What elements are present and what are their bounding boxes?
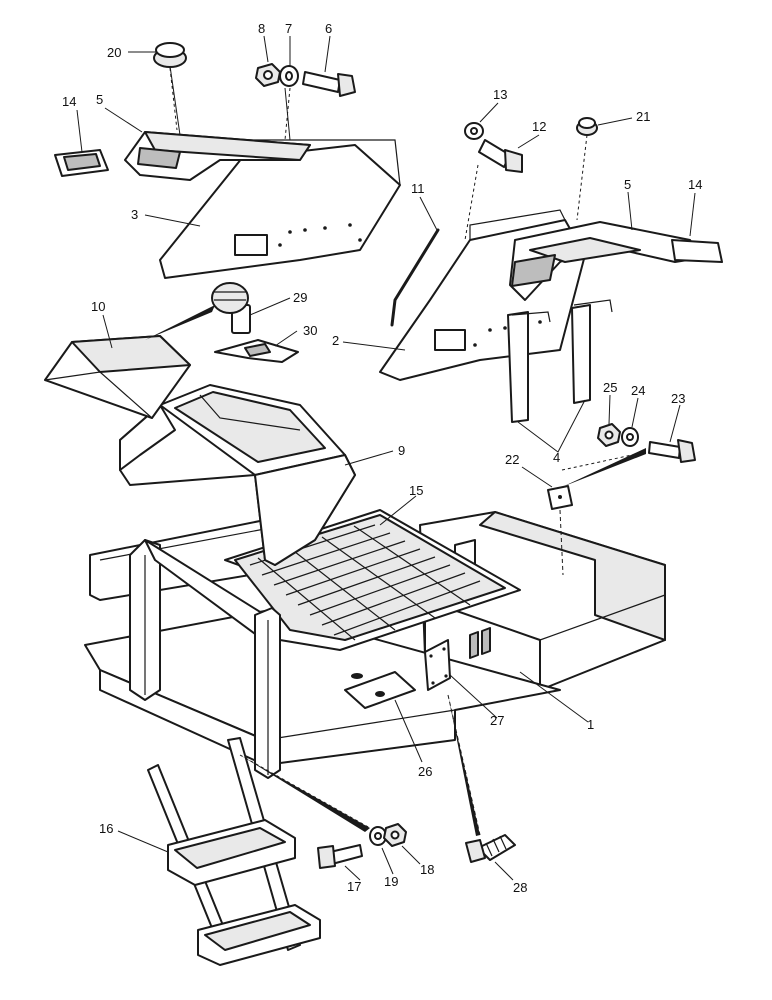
callout-12: 12 bbox=[532, 119, 546, 134]
part-5-right-fender-top bbox=[509, 221, 701, 301]
part-1-front-railing bbox=[129, 539, 281, 779]
callout-5-left: 5 bbox=[96, 92, 103, 107]
part-26-floor-plate bbox=[344, 671, 416, 709]
callout-16: 16 bbox=[99, 821, 113, 836]
part-4-brackets bbox=[507, 299, 613, 423]
callout-29: 29 bbox=[293, 290, 307, 305]
part-11-rod bbox=[390, 228, 440, 327]
callout-15: 15 bbox=[409, 483, 423, 498]
callout-20: 20 bbox=[107, 45, 121, 60]
part-27-inspection-cover bbox=[424, 639, 451, 691]
callout-27: 27 bbox=[490, 713, 504, 728]
callout-21: 21 bbox=[636, 109, 650, 124]
part-29-knob bbox=[211, 282, 251, 334]
callout-labels: 20 14 5 8 7 6 13 12 21 3 11 5 14 10 29 3… bbox=[62, 21, 702, 895]
callout-7: 7 bbox=[285, 21, 292, 36]
callout-18: 18 bbox=[420, 862, 434, 877]
part-22-plate bbox=[547, 485, 573, 510]
leader-lines bbox=[76, 35, 696, 881]
callout-8: 8 bbox=[258, 21, 265, 36]
callout-30: 30 bbox=[303, 323, 317, 338]
part-10-panel bbox=[44, 335, 191, 419]
callout-4: 4 bbox=[553, 450, 560, 465]
part-14-left-handle bbox=[54, 149, 109, 177]
callout-17: 17 bbox=[347, 879, 361, 894]
callout-14-left: 14 bbox=[62, 94, 76, 109]
callout-14-right: 14 bbox=[688, 177, 702, 192]
callout-24: 24 bbox=[631, 383, 645, 398]
part-30-bracket bbox=[214, 339, 299, 363]
part-5-left-fender-top bbox=[124, 131, 311, 181]
callout-6: 6 bbox=[325, 21, 332, 36]
part-14-right-handle bbox=[671, 239, 723, 263]
callout-11: 11 bbox=[411, 181, 425, 196]
callout-5-right: 5 bbox=[624, 177, 631, 192]
callout-25: 25 bbox=[603, 380, 617, 395]
callout-19: 19 bbox=[384, 874, 398, 889]
callout-1: 1 bbox=[587, 717, 594, 732]
callout-2: 2 bbox=[332, 333, 339, 348]
fasteners-top bbox=[153, 42, 696, 463]
part-16-step-ladder bbox=[147, 737, 321, 966]
callout-28: 28 bbox=[513, 880, 527, 895]
callout-23: 23 bbox=[671, 391, 685, 406]
callout-10: 10 bbox=[91, 299, 105, 314]
callout-3: 3 bbox=[131, 207, 138, 222]
callout-13: 13 bbox=[493, 87, 507, 102]
fasteners-bottom bbox=[317, 823, 516, 869]
part-9-console-housing bbox=[119, 384, 356, 566]
callout-9: 9 bbox=[398, 443, 405, 458]
callout-26: 26 bbox=[418, 764, 432, 779]
callout-22: 22 bbox=[505, 452, 519, 467]
